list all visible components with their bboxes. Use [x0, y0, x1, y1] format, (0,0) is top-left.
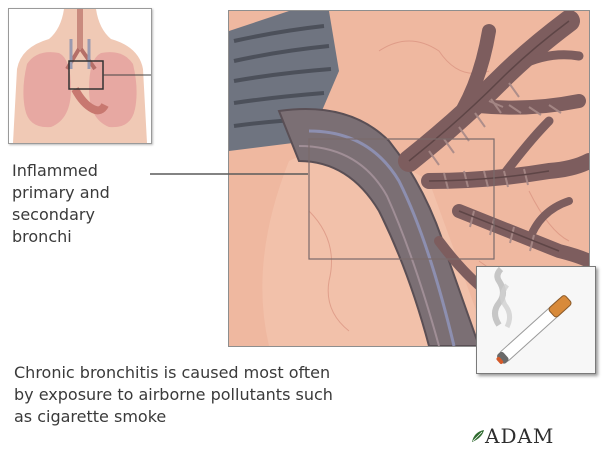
cigarette-icon	[477, 267, 595, 373]
label-line: bronchi	[12, 226, 172, 248]
label-line: secondary	[12, 204, 172, 226]
adam-logo-icon	[470, 428, 486, 444]
caption: Chronic bronchitis is caused most often …	[14, 362, 474, 428]
cigarette-inset	[476, 266, 596, 374]
caption-line: as cigarette smoke	[14, 406, 474, 428]
label-leader-line	[150, 172, 310, 178]
torso-thumbnail-icon	[9, 9, 151, 143]
label-line: primary and	[12, 182, 172, 204]
label-line: Inflammed	[12, 160, 172, 182]
torso-thumbnail	[8, 8, 152, 144]
caption-line: Chronic bronchitis is caused most often	[14, 362, 474, 384]
bronchi-label: Inflammed primary and secondary bronchi	[12, 160, 172, 248]
adam-logo-text: ADAM	[485, 424, 554, 448]
caption-line: by exposure to airborne pollutants such	[14, 384, 474, 406]
